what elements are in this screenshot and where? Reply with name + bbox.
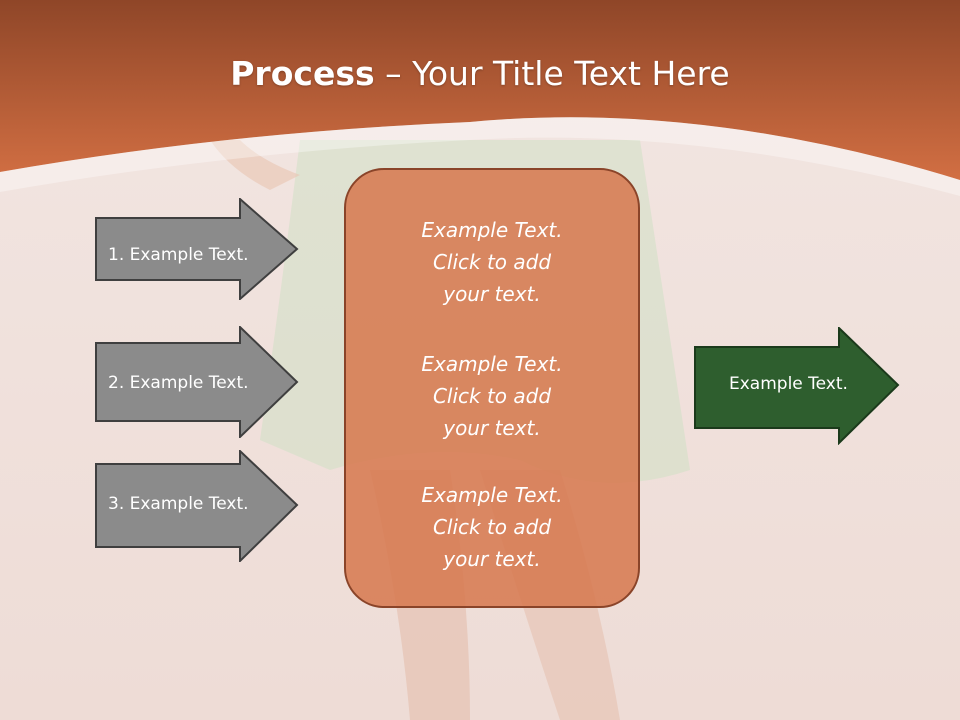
center-text-block-1: Example Text. Click to add your text. (346, 214, 638, 310)
block-3-line-3: your text. (443, 547, 541, 571)
block-3-line-2: Click to add (432, 515, 552, 539)
block-1-line-3: your text. (443, 282, 541, 306)
step-arrow-1[interactable]: 1. Example Text. (95, 198, 299, 300)
block-1-line-1: Example Text. (421, 218, 563, 242)
result-arrow[interactable]: Example Text. (694, 327, 900, 445)
center-text-box[interactable]: Example Text. Click to add your text. Ex… (344, 168, 640, 608)
center-text-block-2: Example Text. Click to add your text. (346, 348, 638, 444)
center-text-block-3: Example Text. Click to add your text. (346, 479, 638, 575)
block-2-line-3: your text. (443, 416, 541, 440)
step-arrow-3[interactable]: 3. Example Text. (95, 450, 299, 562)
step-arrow-2-label: 2. Example Text. (108, 373, 249, 393)
step-arrow-2[interactable]: 2. Example Text. (95, 326, 299, 438)
block-2-line-2: Click to add (432, 384, 552, 408)
title-bold: Process (230, 54, 375, 93)
arrow-shape (95, 450, 299, 562)
step-arrow-3-label: 3. Example Text. (108, 494, 249, 514)
step-arrow-1-label: 1. Example Text. (108, 245, 249, 265)
photo-arm (210, 140, 300, 190)
header-band (0, 0, 960, 180)
header-swoosh (0, 117, 960, 196)
arrow-shape (95, 198, 299, 300)
block-3-line-1: Example Text. (421, 483, 563, 507)
title-rest: – Your Title Text Here (374, 54, 730, 93)
result-arrow-label: Example Text. (729, 374, 848, 394)
block-1-line-2: Click to add (432, 250, 552, 274)
arrow-shape (694, 327, 900, 445)
arrow-shape (95, 326, 299, 438)
block-2-line-1: Example Text. (421, 352, 563, 376)
slide-title[interactable]: Process – Your Title Text Here (0, 52, 960, 96)
